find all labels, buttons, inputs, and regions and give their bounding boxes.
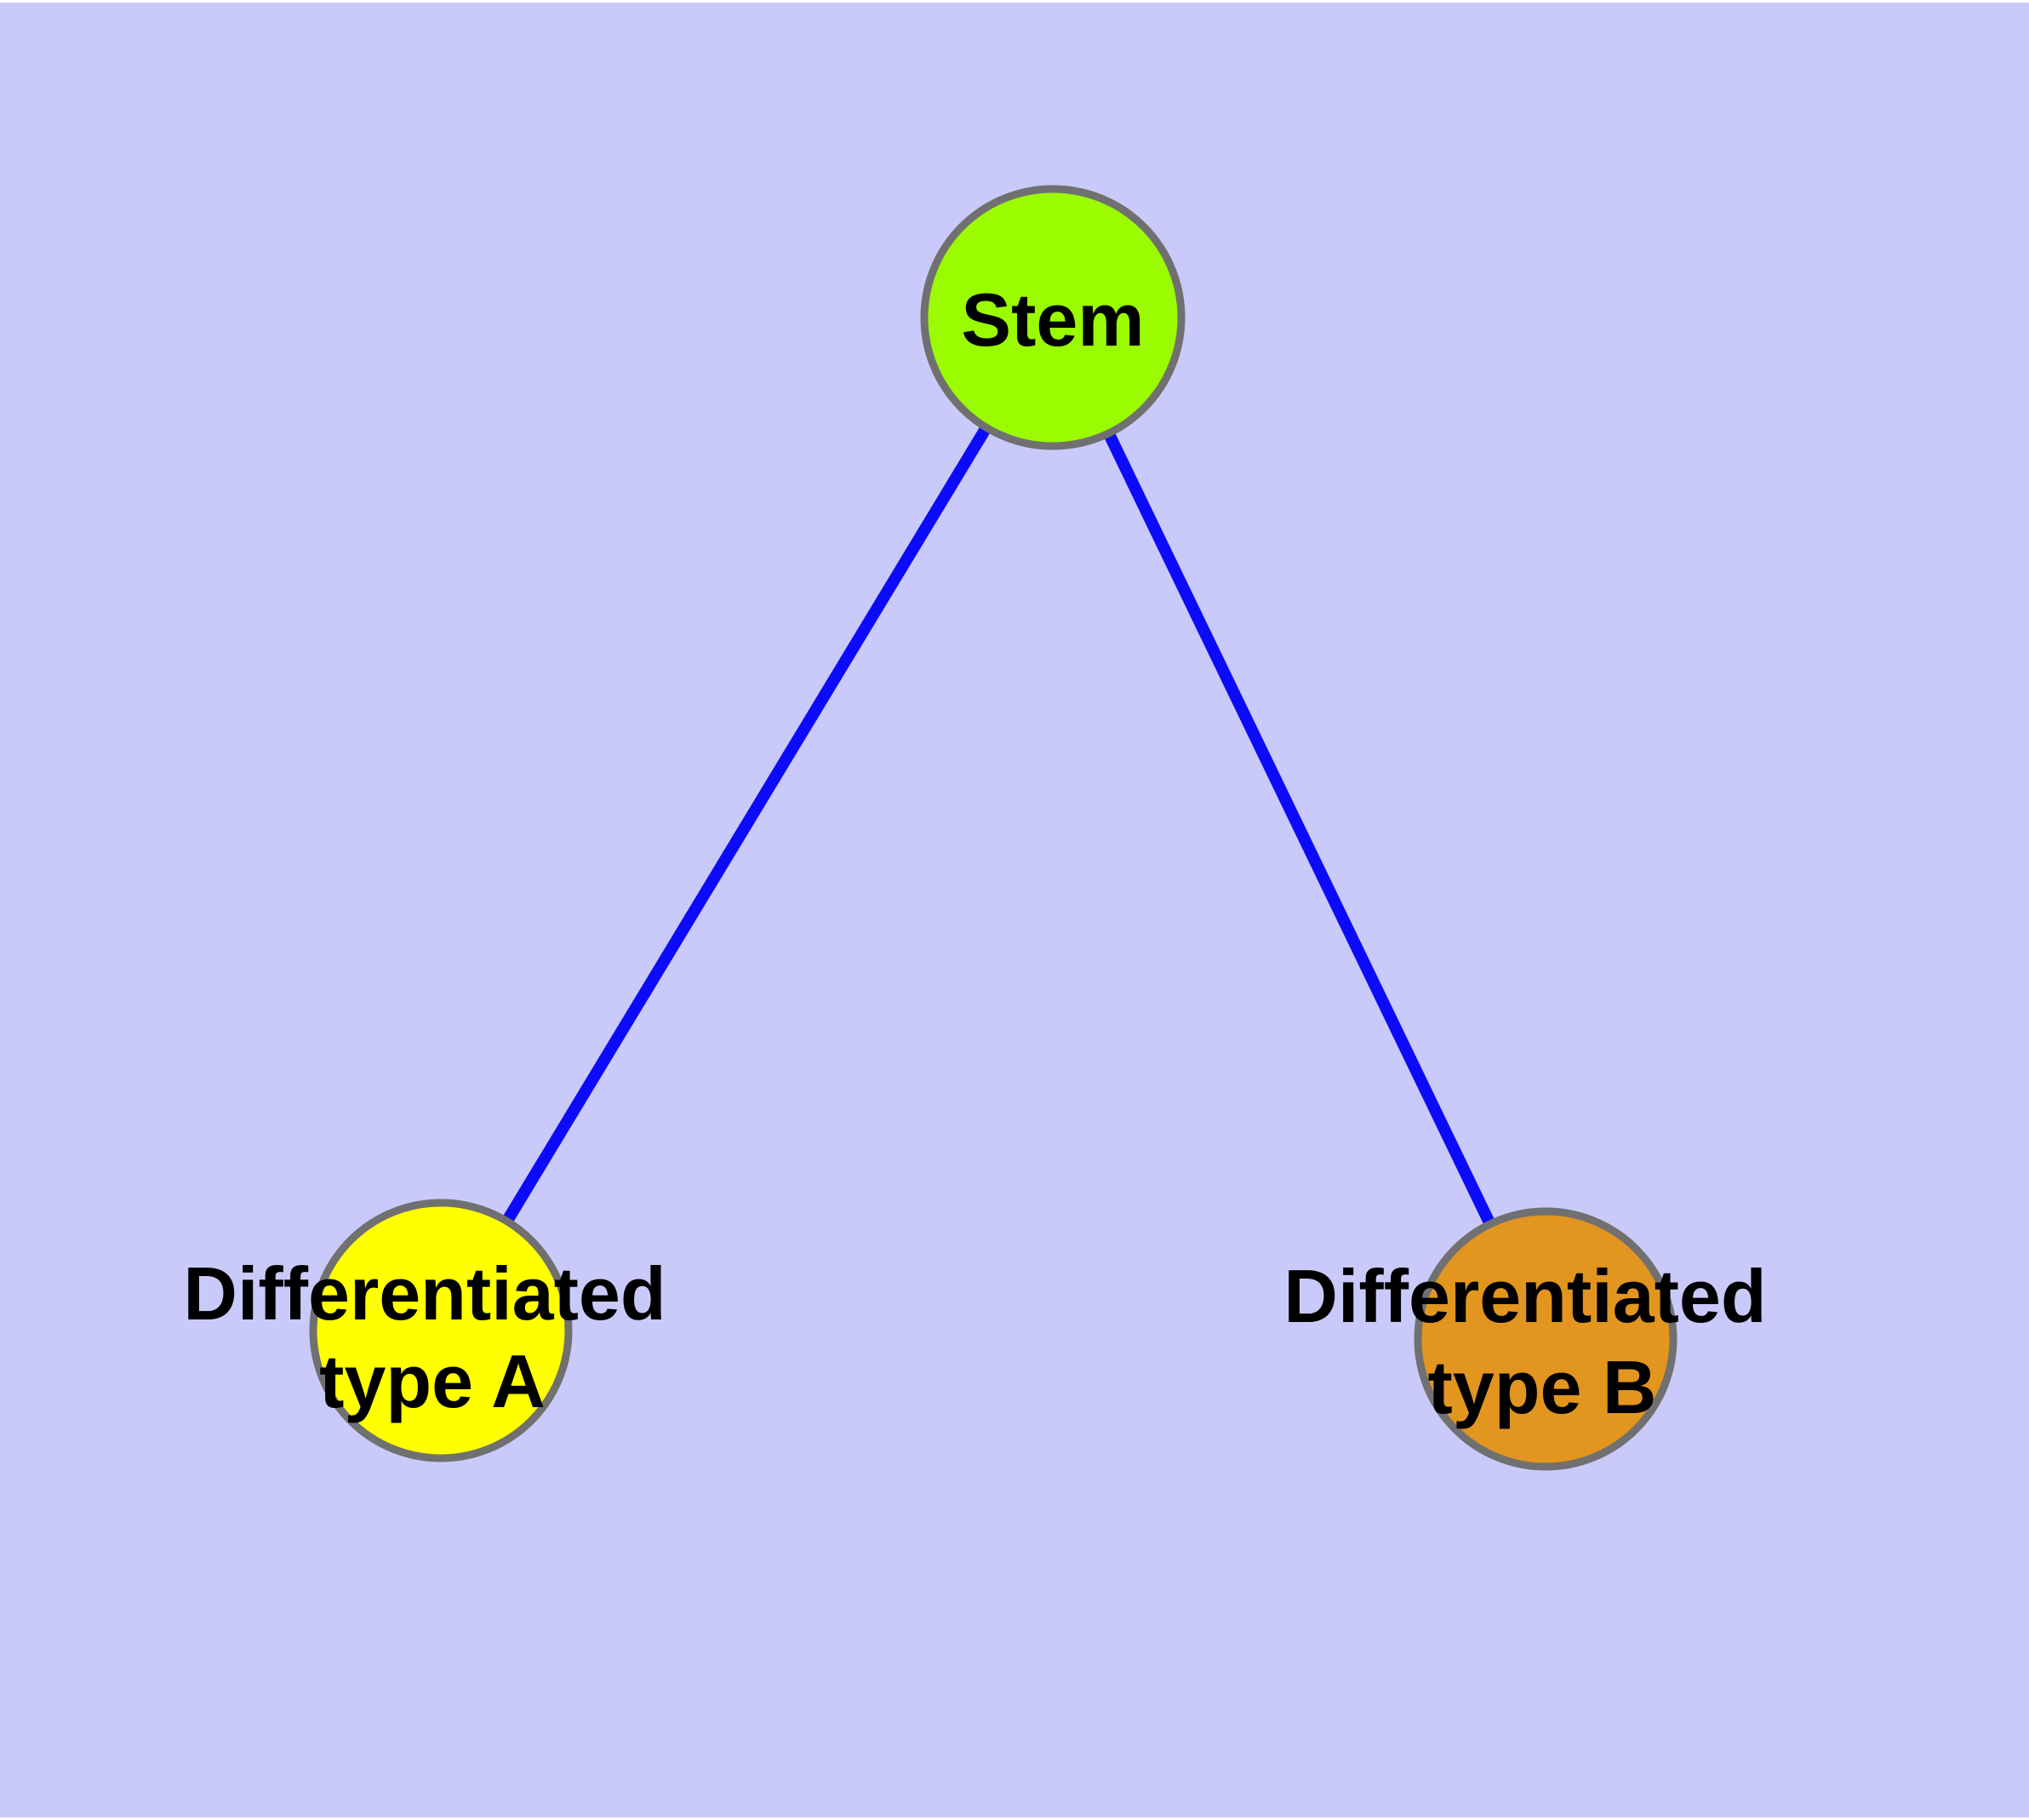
edge-stem-to-type-a — [436, 314, 1058, 1334]
edge-stem-to-type-b — [1047, 314, 1552, 1342]
node-differentiated-type-b — [1414, 1207, 1677, 1471]
node-type-a-label-line2: type A — [319, 1339, 546, 1423]
node-type-a-label-line1: Differentiated — [183, 1251, 666, 1336]
node-stem — [920, 185, 1186, 450]
node-differentiated-type-a — [309, 1199, 573, 1462]
node-stem-label: Stem — [961, 278, 1144, 362]
node-type-b-label-line2: type B — [1428, 1345, 1657, 1429]
node-type-b-label-line1: Differentiated — [1283, 1254, 1766, 1338]
